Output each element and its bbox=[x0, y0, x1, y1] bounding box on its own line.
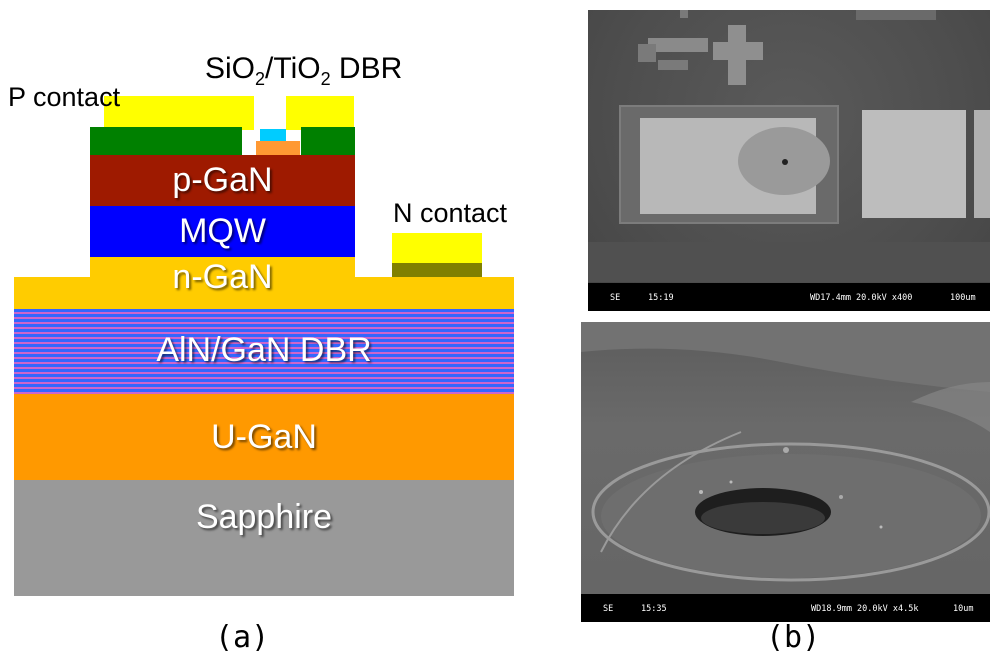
sem-top-scale: 100um bbox=[950, 293, 976, 303]
n-contact-metal bbox=[392, 263, 482, 277]
caption-a: (a) bbox=[215, 620, 270, 655]
sem-bottom-scale: 10um bbox=[953, 604, 974, 614]
layer-mqw: MQW bbox=[90, 206, 355, 257]
sem-top-info-bar: SE 15:19 WD17.4mm 20.0kV x400 100um bbox=[588, 283, 990, 311]
sem-image-bottom: SE 15:35 WD18.9mm 20.0kV x4.5k 10um bbox=[581, 322, 990, 622]
sem-bottom-mode: SE bbox=[603, 604, 614, 614]
layer-aln-gan-dbr: AlN/GaN DBR bbox=[14, 309, 514, 394]
layer-n-gan-mesa bbox=[90, 257, 355, 278]
sem-bottom-drawing bbox=[581, 322, 990, 582]
sem-bottom-params: WD18.9mm 20.0kV x4.5k bbox=[811, 604, 919, 614]
layer-sapphire-label: Sapphire bbox=[195, 498, 333, 536]
sem-bottom-info-bar: SE 15:35 WD18.9mm 20.0kV x4.5k 10um bbox=[581, 594, 990, 622]
top-dbr-label: SiO2/TiO2 DBR bbox=[205, 52, 403, 89]
spreading-layer-right bbox=[301, 127, 355, 156]
sem-top-time: 15:19 bbox=[648, 293, 674, 303]
caption-b: (b) bbox=[766, 620, 821, 655]
n-contact-pad bbox=[392, 233, 482, 263]
oxide-aperture bbox=[256, 141, 300, 155]
layer-sapphire: Sapphire bbox=[14, 480, 514, 596]
layer-p-gan-label: p-GaN bbox=[172, 161, 273, 199]
sem-bottom-time: 15:35 bbox=[641, 604, 667, 614]
layer-mqw-label: MQW bbox=[179, 212, 266, 250]
spreading-layer-left bbox=[90, 127, 242, 156]
p-contact-right bbox=[286, 96, 354, 130]
sem-top-params: WD17.4mm 20.0kV x400 bbox=[810, 293, 913, 303]
layer-n-gan-label: n-GaN bbox=[172, 258, 273, 296]
sem-image-top: SE 15:19 WD17.4mm 20.0kV x400 100um bbox=[588, 10, 990, 311]
n-contact-label: N contact bbox=[393, 198, 508, 228]
top-dbr-block bbox=[260, 129, 286, 141]
sem-top-drawing bbox=[588, 10, 990, 282]
layer-p-gan: p-GaN bbox=[90, 155, 355, 206]
p-contact-label: P contact bbox=[8, 82, 121, 112]
layer-n-gan bbox=[14, 277, 514, 309]
layer-aln-gan-dbr-label: AlN/GaN DBR bbox=[156, 331, 372, 369]
layer-u-gan-label: U-GaN bbox=[211, 418, 317, 456]
sem-top-mode: SE bbox=[610, 293, 621, 303]
p-contact-left bbox=[104, 96, 254, 130]
layer-u-gan: U-GaN bbox=[14, 394, 514, 480]
